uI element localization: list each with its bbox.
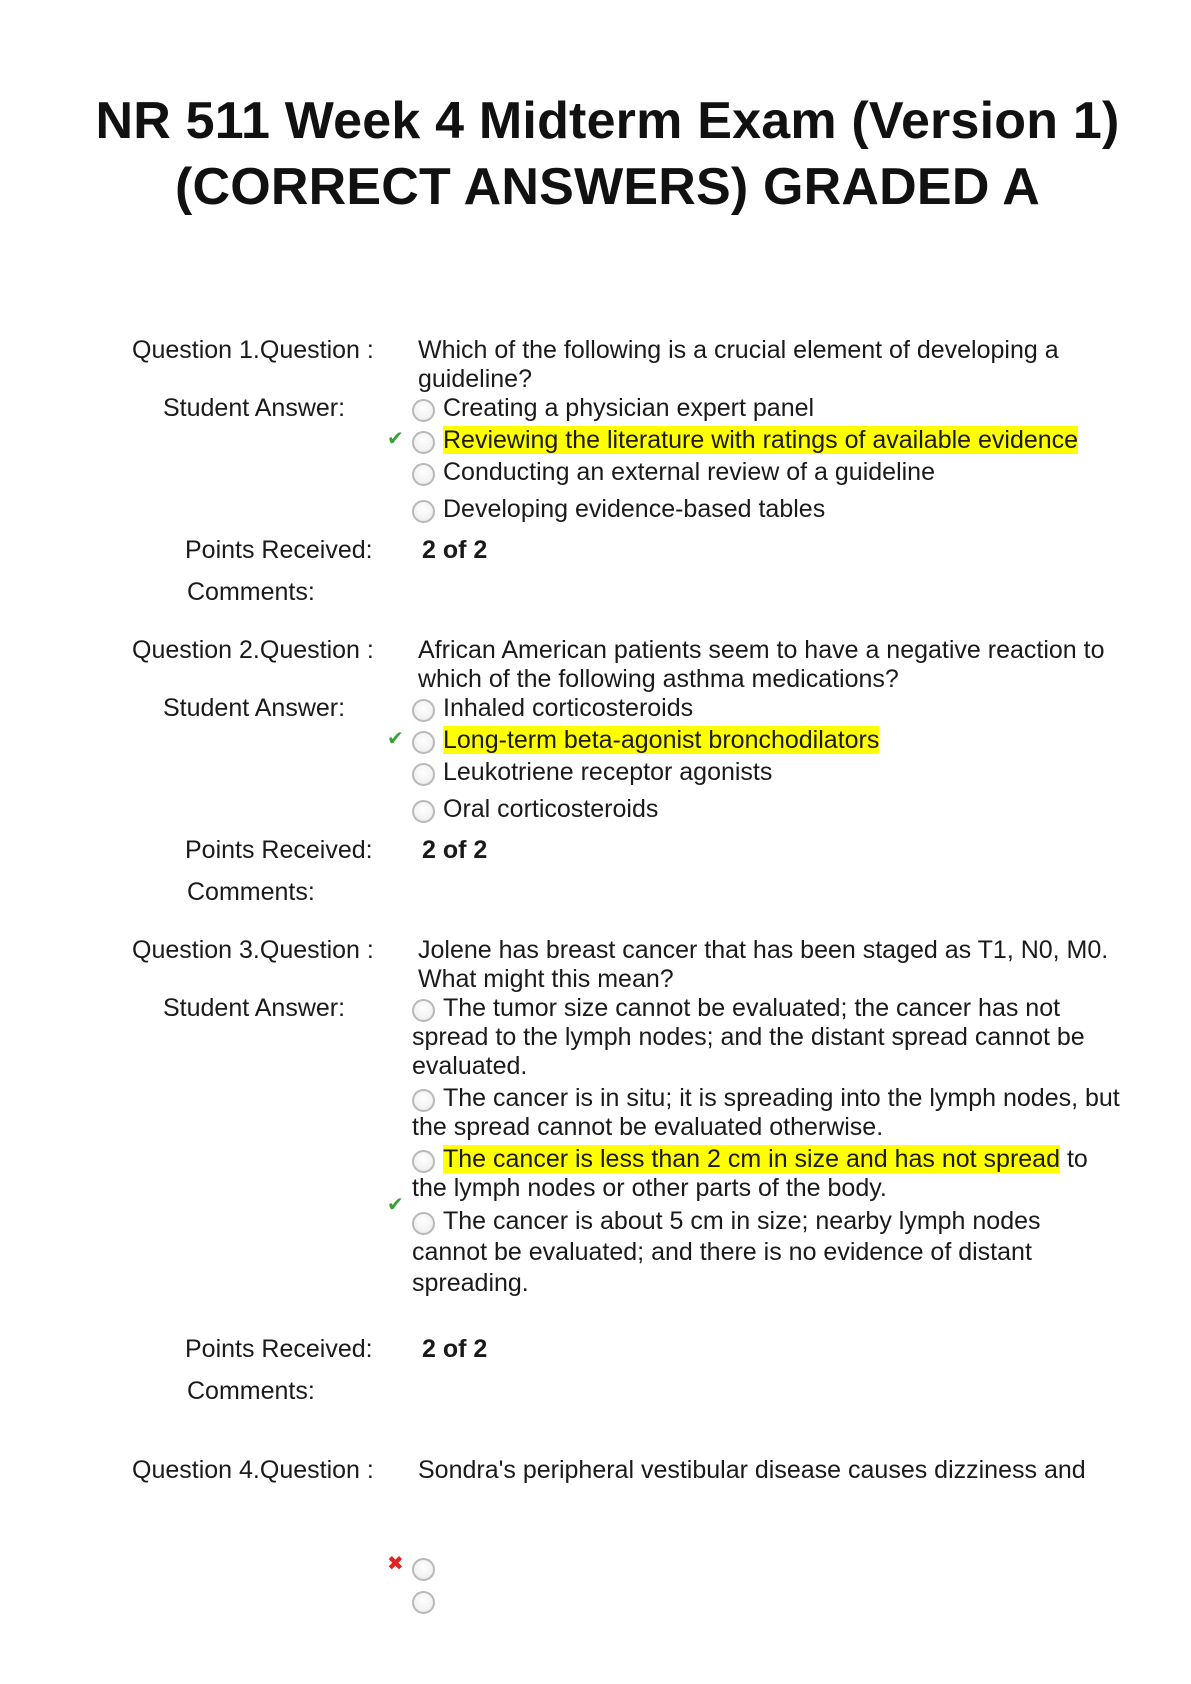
- question-label: Question 4.Question :: [132, 1456, 374, 1484]
- answer-option[interactable]: [412, 1553, 1122, 1582]
- question-text: Sondra's peripheral vestibular disease c…: [418, 1456, 1086, 1484]
- points-value: 2 of 2: [422, 536, 488, 564]
- question-text: Jolene has breast cancer that has been s…: [418, 936, 1109, 993]
- radio-button[interactable]: [412, 431, 435, 454]
- answer-option[interactable]: The cancer is in situ; it is spreading i…: [412, 1084, 1120, 1141]
- comments-label: Comments:: [187, 878, 315, 906]
- answer-option[interactable]: [412, 1586, 1122, 1615]
- question-text: African American patients seem to have a…: [418, 636, 1105, 693]
- radio-button[interactable]: [412, 399, 435, 422]
- points-value: 2 of 2: [422, 836, 488, 864]
- correct-check-icon: ✔: [387, 428, 404, 450]
- student-answer-label: Student Answer:: [163, 994, 346, 1022]
- points-value: 2 of 2: [422, 1335, 488, 1363]
- question-label: Question 2.Question :: [132, 636, 374, 664]
- radio-button[interactable]: [412, 500, 435, 523]
- answer-option[interactable]: Creating a physician expert panel: [412, 394, 1122, 423]
- radio-button[interactable]: [412, 1089, 435, 1112]
- radio-button[interactable]: [412, 699, 435, 722]
- radio-button[interactable]: [412, 1212, 435, 1235]
- points-received-label: Points Received:: [185, 536, 373, 564]
- student-answer-label: Student Answer:: [163, 694, 346, 722]
- student-answer-label: Student Answer:: [163, 394, 346, 422]
- answer-option[interactable]: Inhaled corticosteroids: [412, 694, 1122, 723]
- answer-option-selected[interactable]: Long-term beta-agonist bronchodilators: [412, 726, 1122, 755]
- radio-button[interactable]: [412, 999, 435, 1022]
- radio-button[interactable]: [412, 763, 435, 786]
- correct-check-icon: ✔: [387, 1194, 404, 1216]
- answer-option[interactable]: Leukotriene receptor agonists: [412, 758, 1122, 787]
- radio-button[interactable]: [412, 1558, 435, 1581]
- document-title: NR 511 Week 4 Midterm Exam (Version 1) (…: [95, 92, 1120, 216]
- comments-label: Comments:: [187, 1377, 315, 1405]
- radio-button[interactable]: [412, 731, 435, 754]
- points-received-label: Points Received:: [185, 1335, 373, 1363]
- answer-option[interactable]: The cancer is about 5 cm in size; nearby…: [412, 1207, 1041, 1297]
- answer-option-selected[interactable]: The cancer is less than 2 cm in size and…: [412, 1145, 1088, 1202]
- question-label: Question 3.Question :: [132, 936, 374, 964]
- answer-option[interactable]: The tumor size cannot be evaluated; the …: [412, 994, 1085, 1080]
- answer-option[interactable]: Developing evidence-based tables: [412, 495, 1122, 524]
- comments-label: Comments:: [187, 578, 315, 606]
- incorrect-x-icon: ✖: [387, 1553, 404, 1575]
- radio-button[interactable]: [412, 1591, 435, 1614]
- points-received-label: Points Received:: [185, 836, 373, 864]
- answer-option[interactable]: Conducting an external review of a guide…: [412, 458, 1122, 487]
- answer-option[interactable]: Oral corticosteroids: [412, 795, 1122, 824]
- question-text: Which of the following is a crucial elem…: [418, 336, 1059, 393]
- question-label: Question 1.Question :: [132, 336, 374, 364]
- radio-button[interactable]: [412, 800, 435, 823]
- correct-check-icon: ✔: [387, 728, 404, 750]
- radio-button[interactable]: [412, 463, 435, 486]
- radio-button[interactable]: [412, 1150, 435, 1173]
- answer-option-selected[interactable]: Reviewing the literature with ratings of…: [412, 426, 1122, 455]
